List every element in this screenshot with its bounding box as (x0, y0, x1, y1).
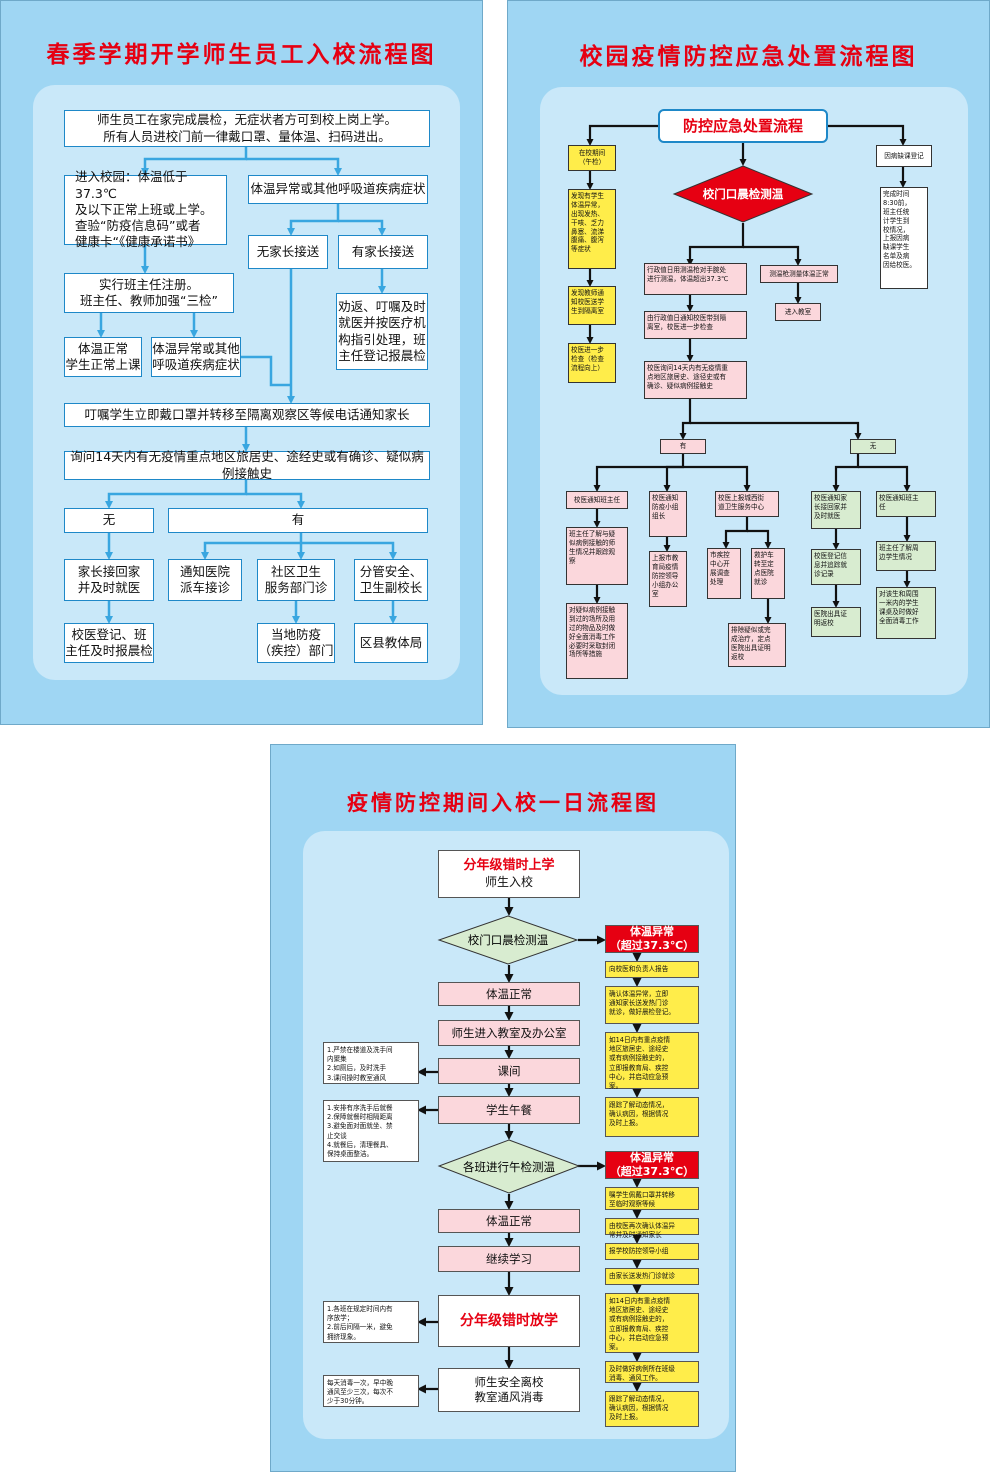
node-report-center: 校医上报城西街 道卫生服务中心 (715, 491, 779, 517)
node-in-school: 在校期间 （午检） (568, 145, 616, 171)
node-staggered-dismissal: 分年级错时放学 (438, 1295, 580, 1347)
connector-lines (97, 147, 397, 624)
node-local-cdc: 当地防疫 （疾控）部门 (257, 623, 335, 663)
node-noon-temp-check: 各班进行午检测温 (437, 1139, 581, 1194)
node-normal-class: 体温正常 学生正常上课 (64, 337, 142, 377)
node-temp-normal-1: 体温正常 (438, 982, 580, 1006)
node-notify-leader: 校医通知 防疫小组 组长 (649, 491, 687, 537)
poster-daily-flow: 疫情防控期间入校一日流程图 (270, 744, 736, 1472)
connector-lines (417, 898, 642, 1394)
node-notify-parent: 确认体温异常，立即 通知家长送发热门诊 就诊，做好晨检登记。 (605, 986, 699, 1024)
node-epidemic-history-1: 如14日内有重点疫情 地区旅居史、途经史 或有病例接触史的， 立即报教育局、疾控… (605, 1032, 699, 1090)
node-notify-hospital: 通知医院 派车接诊 (168, 559, 242, 601)
node-class-disinfect: 及时做好病例所在班级 消毒、通风工作。 (605, 1361, 699, 1383)
node-notify-teacher-2: 校医通知班主 任 (876, 491, 936, 517)
node-recess: 课间 (438, 1058, 580, 1084)
node-staggered-arrival-sub: 师生入校 (484, 874, 533, 889)
node-doctor-register: 校医登记、班 主任及时报晨检 (64, 623, 154, 663)
node-parent-pickup: 校医通知家 长接回家并 及时就医 (811, 491, 861, 529)
node-doctor-check: 校医进一步 检查（检查 流程向上） (568, 343, 616, 383)
node-track-record: 校医登记信 息并追踪就 诊记录 (811, 549, 861, 585)
note-recess: 1.严禁在楼道及洗手间 内聚集 2.如厕后，及时洗手 3.课间操时教室通风 (323, 1042, 419, 1084)
node-reconfirm: 由校医再次确认体温异 常并及时通知家长 (605, 1218, 699, 1239)
node-gate-temp-check: 校门口晨检测温 (672, 165, 814, 223)
node-staggered-arrival-title: 分年级错时上学 (463, 857, 555, 873)
node-attendance-stat: 完成时间 8:30前， 班主任统 计学生到 校情况， 上报因病 缺课学生 名单及… (880, 187, 928, 289)
node-education-bureau: 区县教体局 (354, 623, 428, 663)
node-report-bureau: 上报市教 育局疫情 防控领导 小组办公 室 (649, 551, 687, 607)
poster-title: 疫情防控期间入校一日流程图 (347, 790, 659, 815)
node-gate-temp-label: 校门口晨检测温 (702, 187, 784, 201)
note-disinfection: 每天消毒一次，早中晚 通风至少三次，每次不 少于30分钟。 (323, 1375, 419, 1407)
node-follow-up-1: 跟踪了解动态情况， 确认病因，根据情况 及时上报。 (605, 1097, 699, 1137)
node-sick-leave: 因病缺课登记 (876, 145, 932, 167)
node-disinfect-desks: 对该生和周围 一米内的学生 课桌及时做好 全面消毒工作 (876, 587, 936, 639)
node-safe-leave: 师生安全离校 教室通风消毒 (438, 1368, 580, 1412)
node-wrist-temp: 行政值日用测温枪对手腕处 进行测温，体温超出37.3℃ (644, 263, 747, 295)
node-track-contacts: 班主任了解与疑 似病例接触的师 生情况并跟踪观 察 (566, 527, 628, 585)
node-with-parent: 有家长接送 (338, 235, 428, 269)
node-gate-temp-label: 校门口晨检测温 (467, 933, 549, 947)
node-return-proof: 排除疑似或完 成治疗，定点 医院出具证明 返校 (728, 623, 786, 667)
node-follow-up-2: 跟踪了解动态情况， 确认病因，根据情况 及时上报。 (605, 1391, 699, 1427)
node-cdc-investigate: 市疾控 中心开 展调查 处理 (707, 548, 741, 599)
node-ask-history: 询问14天内有无疫情重点地区旅居史、途经史或有确诊、疑似病例接触史 (64, 449, 430, 481)
node-check-nearby: 班主任了解周 边学生情况 (876, 541, 936, 571)
node-isolation-room: 由行政值日通知校医带到隔 离室，校医进一步检查 (644, 311, 747, 339)
node-fever-clinic: 由家长送发热门诊就诊 (605, 1268, 699, 1285)
poster-title: 校园疫情防控应急处置流程图 (579, 43, 918, 70)
node-lunch: 学生午餐 (438, 1096, 580, 1124)
node-enter-classroom: 师生进入教室及办公室 (438, 1020, 580, 1046)
node-temp-normal-2: 体温正常 (438, 1209, 580, 1233)
node-ask-history: 校医询问14天内有无疫情重 点地区旅居史、途径史或有 确诊、疑似病例接触史 (644, 361, 747, 399)
node-emergency-title: 防控应急处置流程 (658, 109, 828, 143)
node-hospital-proof: 医院出具证 明返校 (811, 607, 861, 637)
node-report-leaders: 报学校防控领导小组 (605, 1243, 699, 1260)
note-dismissal: 1.各班在规定时间内有 序放学； 2.前后间隔一米，避免 拥挤现象。 (323, 1301, 419, 1343)
node-staggered-arrival: 分年级错时上学 师生入校 (438, 850, 580, 898)
connector-lines (586, 124, 911, 624)
node-temp-normal: 测温枪测量体温正常 (760, 265, 838, 283)
node-yes: 有 (660, 439, 706, 454)
node-isolate: 叮嘱学生立即戴口罩并转移至隔离观察区等候电话通知家长 (64, 403, 430, 427)
node-epidemic-history-2: 如14日内有重点疫情 地区旅居史、途经史 或有病例接触史的， 立即报教育局、疾控… (605, 1293, 699, 1353)
note-lunch: 1.安排有序洗手后就餐 2.保障就餐时相隔距离 3.避免面对面就坐、禁 止交谈 … (323, 1100, 419, 1162)
poster-entry-flow: 春季学期开学师生员工入校流程图 (0, 0, 483, 725)
node-ambulance: 救护车 转至定 点医院 就诊 (751, 548, 785, 599)
node-no: 无 (64, 508, 154, 533)
node-abnormal-temp: 体温异常或其他呼吸道疾病症状 (248, 175, 428, 204)
node-home-check: 师生员工在家完成晨检，无症状者方可到校上岗上学。 所有人员进校门前一律戴口罩、量… (64, 110, 430, 147)
node-report-doctor: 向校医和负责人报告 (605, 961, 699, 978)
node-community-health: 社区卫生 服务部门诊 (257, 559, 335, 601)
poster-title: 春季学期开学师生员工入校流程图 (46, 41, 437, 68)
node-notify-teacher: 校医通知班主任 (566, 491, 628, 509)
node-no-parent: 无家长接送 (248, 235, 328, 269)
node-enter-campus: 进入校园：体温低于37.3℃ 及以下正常上班或上学。 查验“防疫信息码”或者 健… (64, 169, 227, 249)
node-abnormal-temp-2: 体温异常 （超过37.3℃） (605, 1151, 699, 1179)
node-advise-return: 劝返、叮嘱及时 就医并按医疗机 构指引处理，班 主任登记报晨检 (336, 293, 428, 370)
node-wear-mask: 嘱学生佩戴口罩并转移 至临时观察等候 (605, 1187, 699, 1210)
node-disinfect-places: 对疑似病例接触 到过的场所及用 过的物品及时做 好全面消毒工作 必要时采取封闭 … (566, 603, 628, 679)
node-found-fever: 发现有学生 体温异常， 出现发热、 干咳、乏力 鼻塞、流涕 腹痛、腹泻 等症状 (568, 189, 616, 269)
node-gate-temp-check: 校门口晨检测温 (437, 915, 579, 965)
node-yes: 有 (168, 508, 428, 533)
node-vice-principal: 分管安全、 卫生副校长 (354, 559, 428, 601)
poster-emergency-flow: 校园疫情防控应急处置流程图 (507, 0, 990, 728)
node-teacher-register: 实行班主任注册。 班主任、教师加强“三检” (64, 273, 234, 313)
node-teacher-notify: 发现教师通 知校医送学 生到隔离室 (568, 286, 616, 325)
node-noon-temp-label: 各班进行午检测温 (463, 1159, 555, 1174)
node-parent-pickup: 家长接回家 并及时就医 (64, 559, 154, 601)
node-abnormal-temp-1: 体温异常 （超过37.3℃） (605, 925, 699, 953)
node-abnormal-student: 体温异常或其他 呼吸道疾病症状 (151, 337, 241, 377)
node-enter-class: 进入教室 (775, 303, 821, 321)
node-no: 无 (850, 439, 896, 454)
node-continue-study: 继续学习 (438, 1246, 580, 1272)
